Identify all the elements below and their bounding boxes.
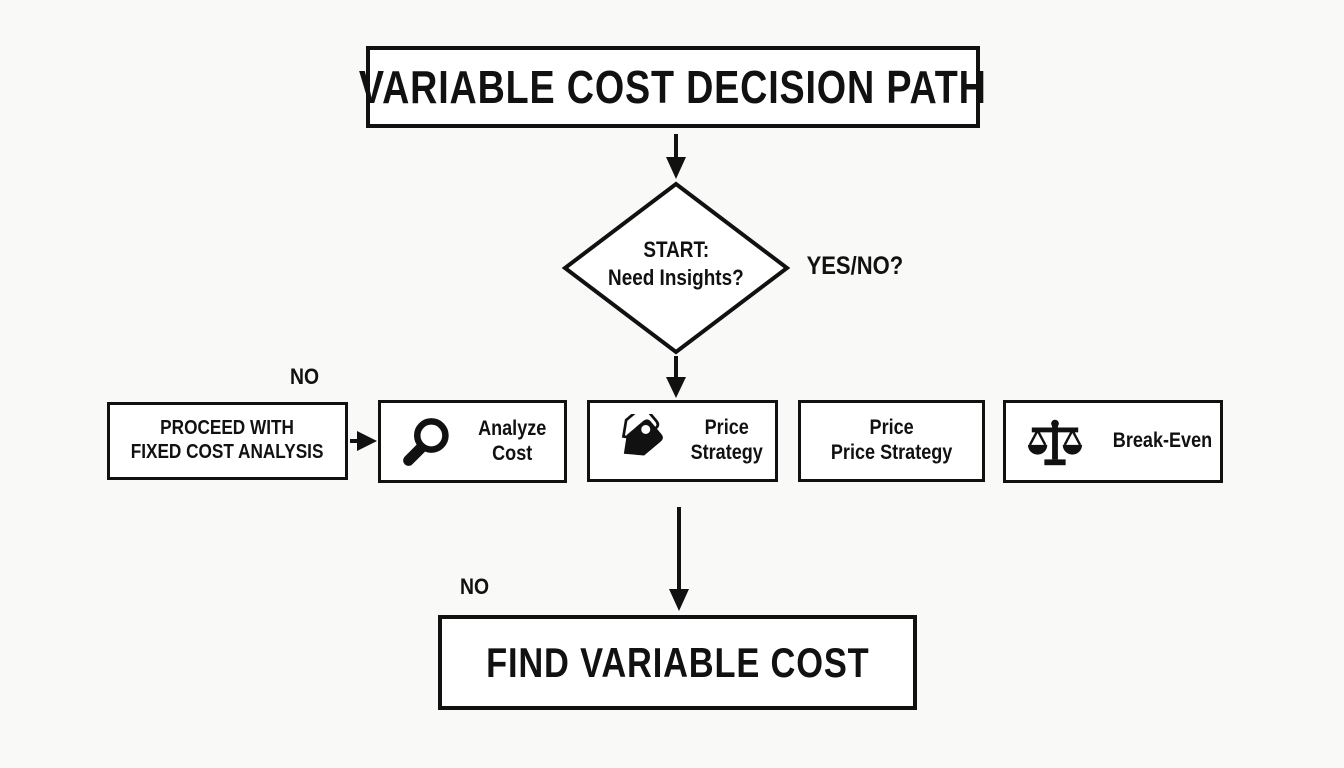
decision-side-label: YES/NO?: [806, 252, 904, 280]
node-break-even: Break-Even: [1003, 400, 1223, 483]
decision-diamond-shape: [561, 181, 791, 355]
price-strategy-text: Price Strategy: [690, 416, 763, 464]
no-label-top: NO: [289, 364, 320, 389]
arrow-title-to-decision: [666, 134, 686, 179]
title-text: VARIABLE COST DECISION PATH: [359, 61, 987, 113]
node-find-variable-cost: FIND VARIABLE COST: [438, 615, 917, 710]
arrow-decision-to-price-strategy: [666, 356, 686, 398]
magnifier-icon: [403, 417, 449, 466]
node-price-strategy: Price Strategy: [587, 400, 778, 482]
node-analyze-cost: Analyze Cost: [378, 400, 567, 483]
price-price-strategy-text: Price Price Strategy: [830, 416, 953, 464]
proceed-fixed-cost-text: PROCEED WITH FIXED COST ANALYSIS: [131, 417, 324, 463]
node-title: VARIABLE COST DECISION PATH: [359, 46, 986, 128]
balance-scale-icon: [1027, 419, 1083, 465]
no-label-bottom: NO: [459, 574, 490, 599]
decision-line2: Need Insights?: [608, 264, 744, 290]
price-tag-icon: [621, 414, 663, 456]
break-even-text: Break-Even: [1112, 429, 1213, 453]
arrow-proceed-to-analyze: [350, 431, 377, 451]
decision-line1: START:: [643, 237, 709, 262]
decision-node-text: START: Need Insights?: [565, 236, 787, 291]
analyze-cost-text: Analyze Cost: [478, 416, 547, 465]
node-proceed-fixed-cost: PROCEED WITH FIXED COST ANALYSIS: [107, 402, 348, 480]
arrow-price-strategy-to-end: [669, 507, 689, 611]
end-text: FIND VARIABLE COST: [485, 638, 870, 686]
node-price-price-strategy: Price Price Strategy: [798, 400, 985, 482]
